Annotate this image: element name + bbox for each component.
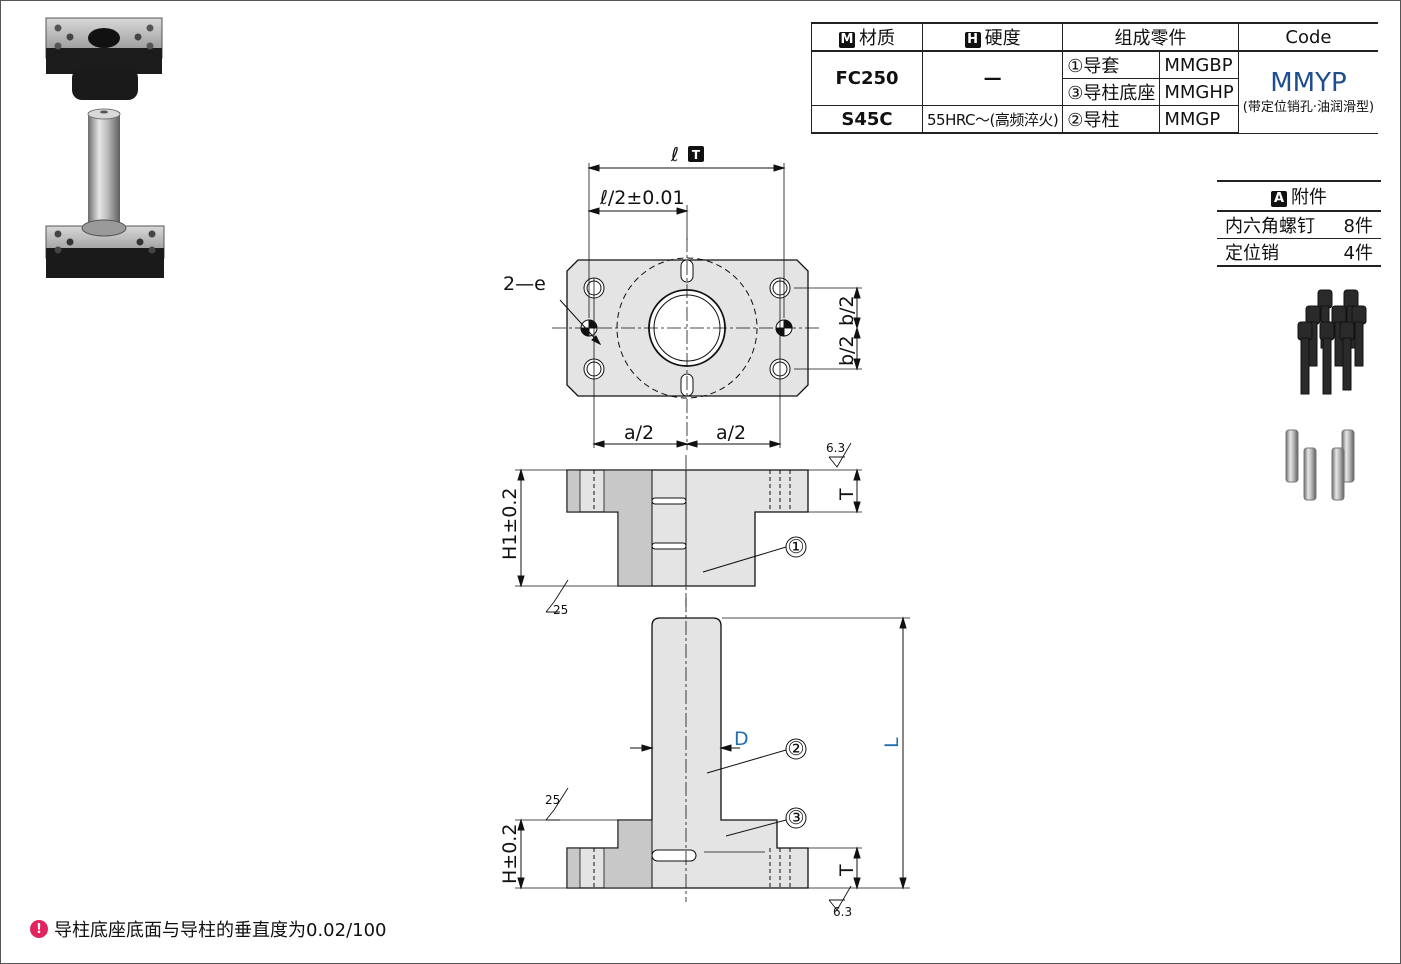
hardness-fc250: — [921,50,1064,106]
dim-b-half-bottom: b/2 [836,335,858,366]
dim-T-top: T [836,488,858,501]
dim-l-tag: T [692,148,701,162]
note-text: 导柱底座底面与导柱的垂直度为0.02/100 [54,920,387,941]
roughness-25-top: 25 [553,603,568,617]
callout-2: ② [787,738,804,760]
accessory-item-name: 内六角螺钉 [1217,211,1332,239]
accessory-item-qty: 4件 [1331,238,1381,267]
roughness-6-3-top: 6.3 [826,441,845,455]
dim-T-bottom: T [836,864,858,877]
dowel-pins-photo [1285,429,1355,501]
top-view [552,163,862,450]
guide-post-photo [45,108,165,278]
guide-bush-photo [45,17,163,100]
guide-bush-section [515,442,862,613]
code-guide-bush: MMGBP [1159,50,1239,79]
part-guide-post: ②导柱 [1062,105,1161,134]
dim-a-half-left: a/2 [624,422,654,444]
part-guide-bush: ①导套 [1062,50,1161,79]
dim-H1: H1±0.2 [499,487,521,560]
part-post-base: ③导柱底座 [1062,78,1161,106]
dim-l-half: ℓ/2±0.01 [599,187,685,209]
header-components: 组成零件 [1062,22,1239,52]
callout-1: ① [787,536,804,558]
accessory-tag-icon: A [1271,191,1287,207]
code-main: MMYP [1270,67,1347,98]
material-fc250: FC250 [811,50,923,106]
perpendicularity-note: ! 导柱底座底面与导柱的垂直度为0.02/100 [30,916,387,942]
accessory-item-qty: 8件 [1331,211,1381,239]
socket-screws-photo [1297,289,1367,395]
material-tag-icon: M [839,32,855,48]
hardness-s45c: 55HRC～(高频淬火) [921,105,1064,134]
dim-L: L [881,737,903,748]
code-guide-post: MMGP [1159,105,1239,134]
material-s45c: S45C [811,105,923,134]
code-cell: MMYP (带定位销孔·油润滑型) [1237,50,1379,134]
code-sub: (带定位销孔·油润滑型) [1242,99,1375,115]
callout-3: ③ [787,807,804,829]
dimension-labels: ℓ T ℓ/2±0.01 2—e b/2 b/2 a/2 a/2 T T H1±… [499,144,903,919]
dim-l: ℓ [670,144,679,166]
roughness-6-3-bottom: 6.3 [833,905,852,919]
dim-D: D [734,728,749,750]
dim-b-half-top: b/2 [836,295,858,326]
header-code: Code [1237,22,1379,52]
dim-H: H±0.2 [499,824,521,884]
exclamation-icon: ! [30,920,48,938]
guide-post-section [515,598,910,911]
hardness-tag-icon: H [964,32,981,48]
code-post-base: MMGHP [1159,78,1239,106]
dim-e: 2—e [503,273,546,295]
roughness-25-bottom: 25 [545,793,560,807]
dim-l-tag-box [688,146,704,162]
accessory-item-name: 定位销 [1217,238,1332,267]
dim-a-half-right: a/2 [716,422,746,444]
